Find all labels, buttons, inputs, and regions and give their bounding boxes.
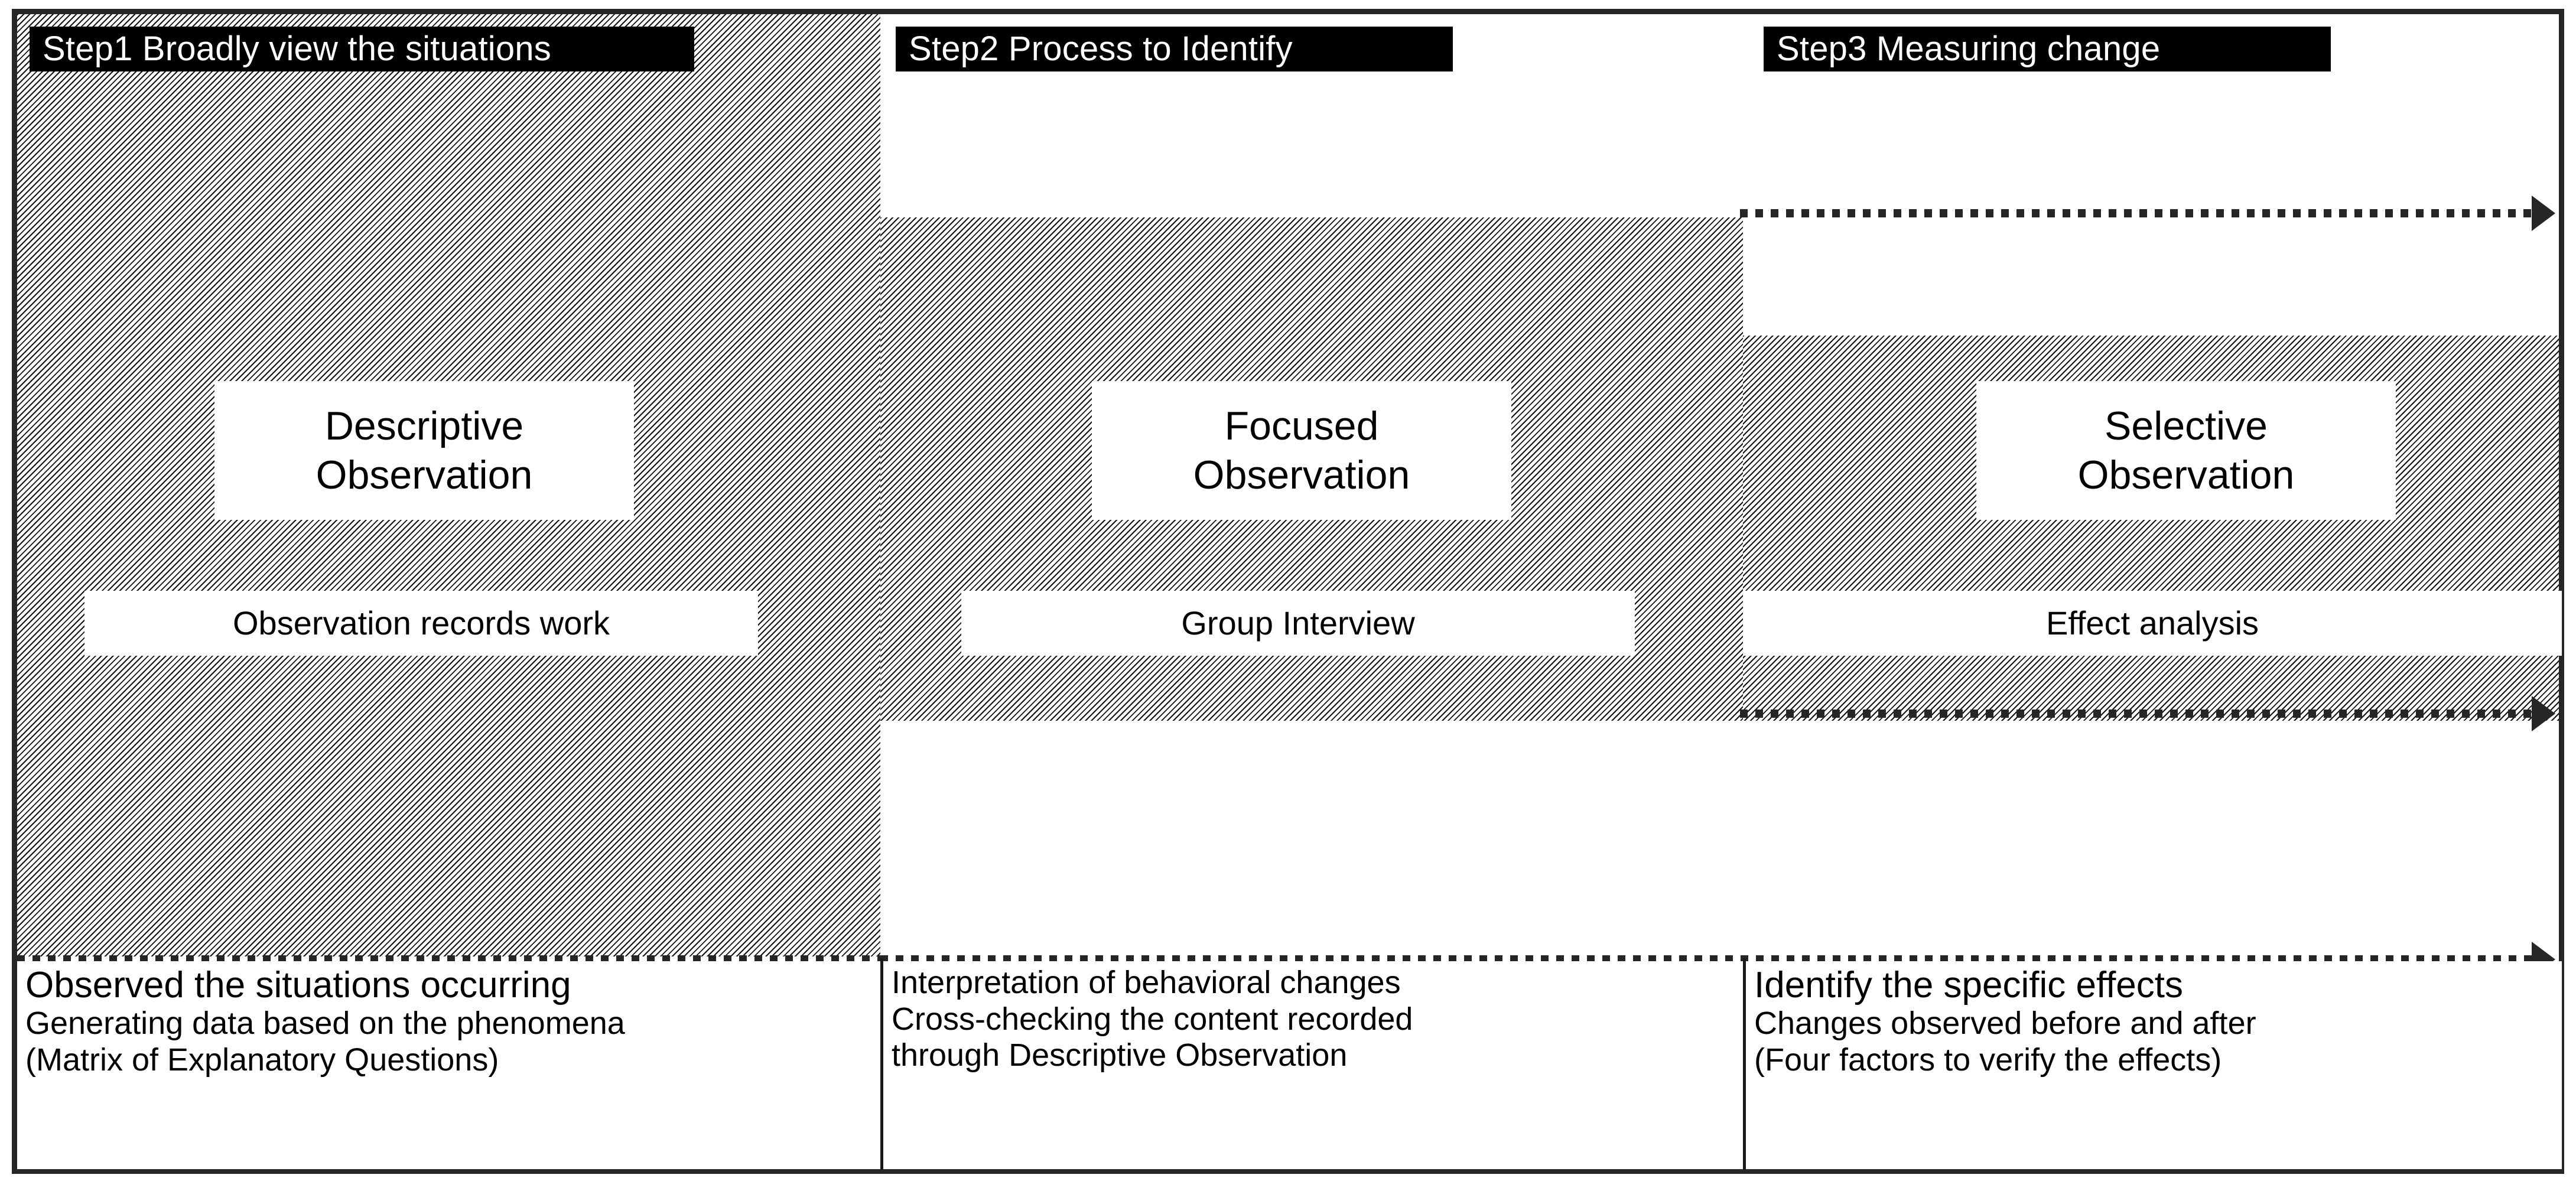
arrow-middle-line bbox=[1740, 710, 2535, 718]
step-header-step1-label: Step1 Broadly view the situations bbox=[43, 30, 551, 68]
summary-cell-step3[interactable]: Identify the specific effects Changes ob… bbox=[1746, 961, 2562, 1169]
observation-card-step2-line2: Observation bbox=[1193, 452, 1410, 497]
observation-card-step2-line1: Focused bbox=[1224, 403, 1379, 448]
method-strip-step3-label: Effect analysis bbox=[2045, 604, 2259, 642]
step-header-step2[interactable]: Step2 Process to Identify bbox=[896, 27, 1453, 71]
observation-card-step3-line1: Selective bbox=[2105, 403, 2268, 448]
method-strip-step1-label: Observation records work bbox=[232, 604, 610, 642]
arrow-middle-head bbox=[2532, 696, 2555, 731]
method-strip-step2-label: Group Interview bbox=[1181, 604, 1415, 642]
summary-divider-2 bbox=[1743, 958, 1746, 1170]
summary-cell-step2-line3: through Descriptive Observation bbox=[892, 1037, 1348, 1073]
arrow-middle bbox=[1740, 696, 2564, 731]
observation-card-step3[interactable]: Selective Observation bbox=[1976, 381, 2396, 520]
observation-card-step1-line2: Observation bbox=[316, 452, 533, 497]
observation-card-step1-line1: Descriptive bbox=[324, 403, 524, 448]
method-strip-step1[interactable]: Observation records work bbox=[84, 591, 758, 656]
step-header-step1[interactable]: Step1 Broadly view the situations bbox=[30, 27, 694, 71]
summary-cell-step2-line2: Cross-checking the content recorded bbox=[892, 1001, 1413, 1037]
summary-cell-step2-head: Interpretation of behavioral changes bbox=[892, 965, 1401, 1000]
summary-dotted-top-step1 bbox=[17, 955, 880, 962]
observation-card-step1[interactable]: Descriptive Observation bbox=[214, 381, 634, 520]
arrow-top bbox=[1740, 196, 2564, 231]
summary-cell-step3-head: Identify the specific effects bbox=[1754, 965, 2184, 1005]
method-strip-step3[interactable]: Effect analysis bbox=[1743, 591, 2562, 656]
summary-cell-step3-line3: (Four factors to verify the effects) bbox=[1754, 1042, 2222, 1078]
observation-card-step3-line2: Observation bbox=[2077, 452, 2295, 497]
observation-card-step2[interactable]: Focused Observation bbox=[1092, 381, 1511, 520]
summary-cell-step1-head: Observed the situations occurring bbox=[25, 965, 571, 1005]
arrow-top-head bbox=[2532, 196, 2555, 231]
summary-cell-step1-line2: Generating data based on the phenomena bbox=[25, 1005, 625, 1042]
summary-cell-step1-line3: (Matrix of Explanatory Questions) bbox=[25, 1042, 499, 1078]
step-header-step3-label: Step3 Measuring change bbox=[1777, 30, 2161, 68]
summary-cell-step2[interactable]: Interpretation of behavioral changes Cro… bbox=[883, 961, 1743, 1169]
step-header-step3[interactable]: Step3 Measuring change bbox=[1764, 27, 2331, 71]
summary-cell-step3-line2: Changes observed before and after bbox=[1754, 1005, 2256, 1042]
step-header-step2-label: Step2 Process to Identify bbox=[909, 30, 1293, 68]
summary-divider-1 bbox=[880, 958, 883, 1170]
summary-cell-step1[interactable]: Observed the situations occurring Genera… bbox=[17, 961, 880, 1169]
method-strip-step2[interactable]: Group Interview bbox=[961, 591, 1635, 656]
arrow-top-line bbox=[1740, 209, 2535, 217]
